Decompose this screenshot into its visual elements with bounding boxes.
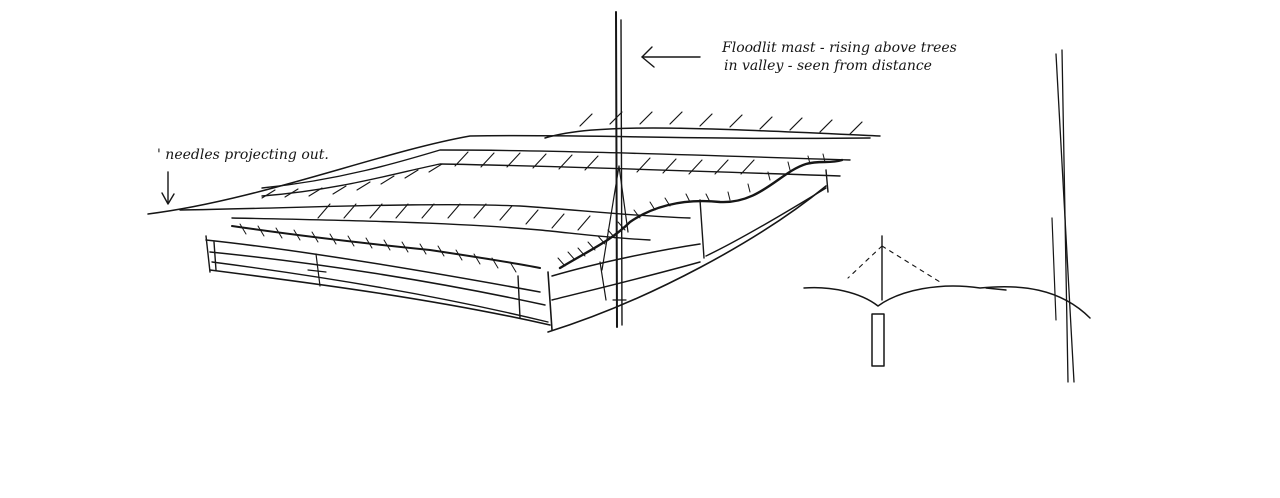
- roof-perspective-sketch: [147, 11, 881, 333]
- roof-far-edge: [544, 111, 881, 139]
- floodlight-annotation-line1: Floodlit mast - rising above trees: [721, 40, 957, 56]
- floodlight-mast: [601, 11, 629, 328]
- building-base: [205, 169, 829, 333]
- roof-strip-hatching: [261, 151, 755, 231]
- section-sketch: [803, 235, 1091, 367]
- floodlight-annotation-line2: in valley - seen from distance: [724, 58, 932, 74]
- tall-mast-lines: [1051, 49, 1075, 383]
- needles-annotation: ' needles projecting out.: [157, 147, 329, 163]
- down-arrow-icon: [161, 171, 175, 205]
- left-arrow-icon: [641, 46, 701, 68]
